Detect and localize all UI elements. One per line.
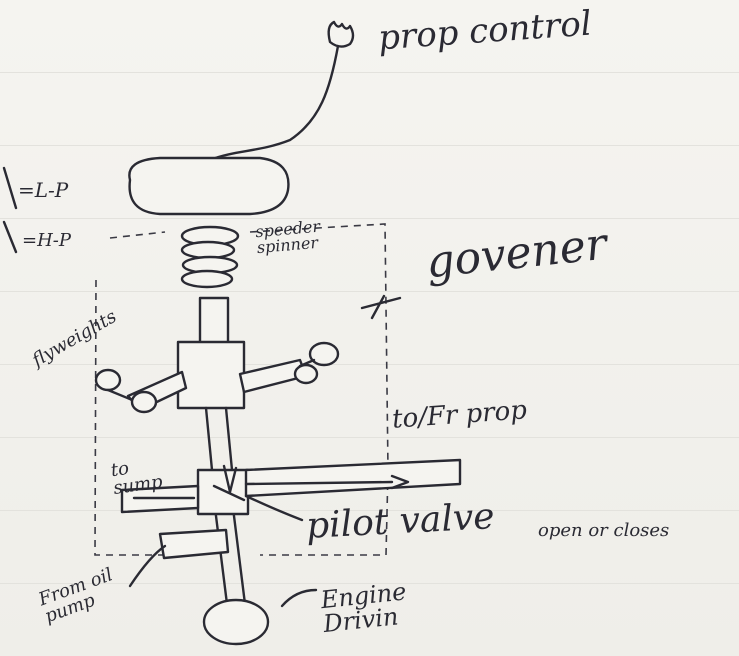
engine-pointer — [282, 590, 316, 606]
pilot-valve-body — [198, 470, 248, 514]
pilot-valve-note: open or closes — [538, 522, 669, 540]
low-pitch-label: =L-P — [18, 180, 68, 200]
pilot-shaft-upper — [206, 408, 232, 470]
pilot-shaft-lower — [214, 500, 246, 612]
high-pitch-label: =H-P — [22, 232, 71, 250]
speeder-spring — [182, 227, 238, 287]
pilot-valve-pointer — [246, 496, 302, 520]
flyweight-hub — [178, 342, 244, 408]
governor-pointer — [362, 296, 400, 318]
engine-drive-gear — [204, 600, 268, 644]
spinner-cap — [129, 158, 288, 214]
prop-control-cable — [210, 46, 338, 160]
flyweight-right — [240, 343, 338, 392]
engine-driven-label: Engine Drivin — [320, 580, 405, 636]
pitch-markers — [4, 168, 16, 252]
pilot-valve-label: pilot valve — [305, 499, 495, 545]
to-prop-passage — [246, 460, 460, 496]
flyweight-left — [96, 370, 186, 412]
oil-pump-line — [130, 546, 165, 586]
shaft-top — [200, 298, 228, 344]
housing-top-left — [110, 232, 165, 238]
prop-control-knob — [329, 22, 353, 47]
oil-pump-passage — [160, 530, 228, 558]
